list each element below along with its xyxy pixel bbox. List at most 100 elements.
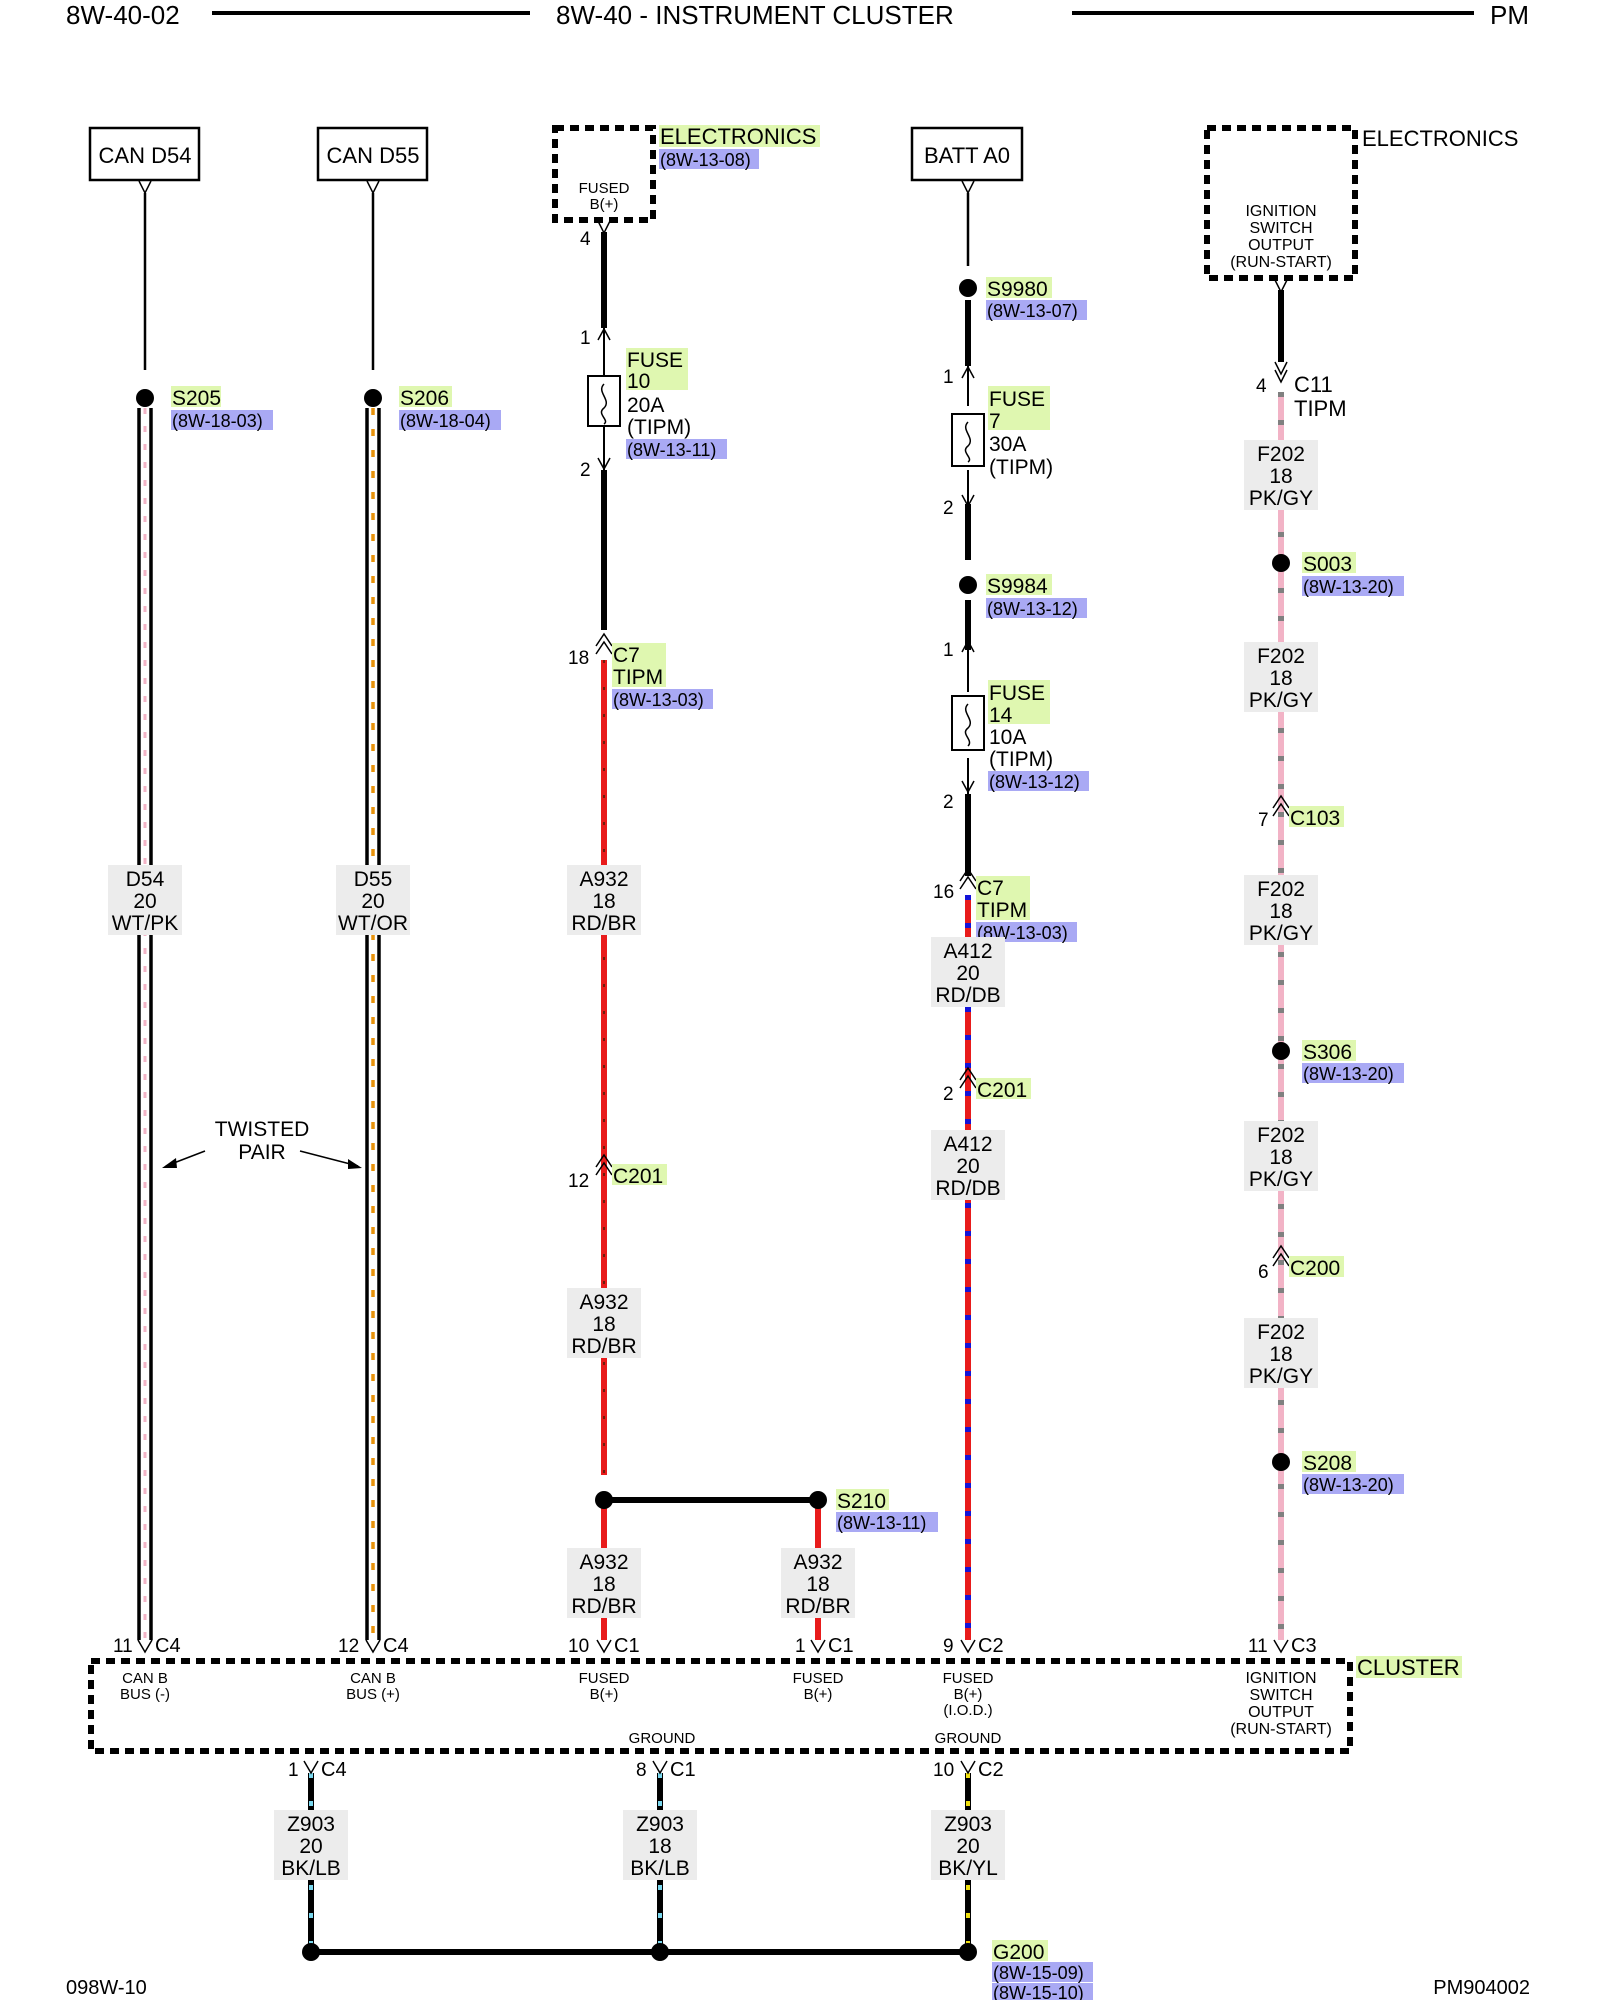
- svg-text:4: 4: [1256, 376, 1267, 397]
- footer-right-code: PM904002: [1433, 1977, 1530, 1999]
- svg-text:F202: F202: [1257, 645, 1305, 668]
- svg-text:18: 18: [648, 1835, 671, 1858]
- svg-text:B(+): B(+): [804, 1686, 833, 1703]
- wire-label-a932-3: A932 18 RD/BR: [567, 1548, 641, 1618]
- svg-text:A932: A932: [579, 1291, 628, 1314]
- footer-left-code: 098W-10: [66, 1977, 147, 1999]
- svg-text:(8W-13-07): (8W-13-07): [987, 301, 1078, 321]
- svg-text:18: 18: [1269, 465, 1292, 488]
- svg-text:S208: S208: [1303, 1452, 1352, 1475]
- wire-label-z903-1: Z903 20 BK/LB: [274, 1810, 348, 1880]
- wire-d54: [137, 193, 153, 1640]
- wire-label-f202-1: F202 18 PK/GY: [1244, 440, 1318, 510]
- svg-text:20: 20: [956, 962, 979, 985]
- svg-text:RD/BR: RD/BR: [571, 1595, 636, 1618]
- svg-text:(8W-13-20): (8W-13-20): [1303, 577, 1394, 597]
- svg-text:RD/DB: RD/DB: [935, 984, 1000, 1007]
- svg-text:(8W-13-12): (8W-13-12): [987, 599, 1078, 619]
- twisted-pair-note: TWISTED PAIR: [162, 1118, 362, 1169]
- svg-text:10: 10: [568, 1636, 589, 1657]
- splice-s003: S003 (8W-13-20): [1272, 552, 1404, 597]
- svg-text:S206: S206: [400, 387, 449, 410]
- svg-text:(RUN-START): (RUN-START): [1230, 1721, 1332, 1738]
- connector-c7-16: 16 C7 TIPM (8W-13-03): [933, 867, 1077, 943]
- wire-d55: [365, 193, 381, 1640]
- svg-text:(TIPM): (TIPM): [989, 748, 1053, 771]
- svg-text:C200: C200: [1290, 1257, 1340, 1280]
- svg-text:C11: C11: [1294, 372, 1333, 397]
- svg-text:D54: D54: [126, 868, 165, 891]
- svg-text:30A: 30A: [989, 433, 1026, 456]
- svg-text:20: 20: [956, 1835, 979, 1858]
- svg-text:ELECTRONICS: ELECTRONICS: [1362, 126, 1518, 151]
- svg-text:7: 7: [1258, 810, 1269, 831]
- svg-text:ELECTRONICS: ELECTRONICS: [660, 124, 816, 149]
- svg-text:(TIPM): (TIPM): [989, 456, 1053, 479]
- svg-text:6: 6: [1258, 1262, 1269, 1283]
- svg-text:IGNITION: IGNITION: [1245, 203, 1316, 220]
- svg-text:A932: A932: [579, 868, 628, 891]
- svg-text:A412: A412: [943, 1133, 992, 1156]
- svg-text:4: 4: [580, 229, 591, 250]
- cluster-ground-c2: GROUND 10 C2: [933, 1730, 1004, 1781]
- splice-s205: S205 (8W-18-03): [136, 386, 273, 431]
- svg-text:C4: C4: [155, 1635, 181, 1657]
- wire-label-z903-3: Z903 20 BK/YL: [931, 1810, 1005, 1880]
- svg-text:(8W-15-10): (8W-15-10): [993, 1983, 1084, 2000]
- svg-text:18: 18: [1269, 1343, 1292, 1366]
- svg-text:C2: C2: [978, 1635, 1004, 1657]
- cluster-ground-c4: 1 C4: [288, 1759, 347, 1781]
- svg-text:12: 12: [338, 1636, 359, 1657]
- svg-text:PK/GY: PK/GY: [1249, 689, 1313, 712]
- svg-text:GROUND: GROUND: [629, 1730, 696, 1747]
- svg-text:1: 1: [795, 1636, 806, 1657]
- wire-label-a412-2: A412 20 RD/DB: [931, 1130, 1005, 1200]
- svg-text:A932: A932: [793, 1551, 842, 1574]
- svg-text:10: 10: [933, 1760, 954, 1781]
- svg-text:S306: S306: [1303, 1041, 1352, 1064]
- splice-s9984: S9984 (8W-13-12): [959, 574, 1087, 619]
- svg-text:GROUND: GROUND: [935, 1730, 1002, 1747]
- wire-label-a932-1: A932 18 RD/BR: [567, 865, 641, 935]
- svg-text:C4: C4: [321, 1759, 347, 1781]
- svg-text:(TIPM): (TIPM): [627, 416, 691, 439]
- svg-text:BK/LB: BK/LB: [630, 1857, 690, 1880]
- svg-text:TIPM: TIPM: [977, 899, 1027, 922]
- electronics-fused-box: ELECTRONICS (8W-13-08) FUSED B(+) 4: [552, 124, 820, 250]
- svg-text:D55: D55: [354, 868, 393, 891]
- svg-text:20: 20: [133, 890, 156, 913]
- svg-text:CAN B: CAN B: [122, 1670, 168, 1687]
- source-can-d54: CAN D54: [88, 126, 201, 195]
- svg-text:14: 14: [989, 704, 1013, 727]
- svg-text:A412: A412: [943, 940, 992, 963]
- svg-text:20: 20: [956, 1155, 979, 1178]
- svg-text:S210: S210: [837, 1490, 886, 1513]
- svg-text:C4: C4: [383, 1635, 409, 1657]
- svg-text:BK/YL: BK/YL: [938, 1857, 998, 1880]
- page-suffix: PM: [1490, 0, 1529, 30]
- svg-text:18: 18: [806, 1573, 829, 1596]
- svg-text:FUSED: FUSED: [793, 1670, 844, 1687]
- svg-text:PK/GY: PK/GY: [1249, 922, 1313, 945]
- svg-text:FUSED: FUSED: [943, 1670, 994, 1687]
- svg-text:FUSE: FUSE: [989, 682, 1045, 705]
- svg-text:C7: C7: [977, 877, 1004, 900]
- svg-text:C201: C201: [613, 1165, 663, 1188]
- cluster-pin-fused-iod: 9 C2 FUSED B(+) (I.O.D.): [943, 1635, 1004, 1719]
- connector-c201-12: 12 C201: [568, 1153, 667, 1192]
- connector-c103: 7 C103: [1258, 794, 1344, 831]
- svg-text:10A: 10A: [989, 726, 1026, 749]
- svg-text:SWITCH: SWITCH: [1249, 1687, 1312, 1704]
- wire-label-d55: D55 20 WT/OR: [336, 865, 410, 935]
- svg-text:TIPM: TIPM: [613, 666, 663, 689]
- wire-label-f202-4: F202 18 PK/GY: [1244, 1121, 1318, 1191]
- connector-c200: 6 C200: [1258, 1244, 1344, 1283]
- wire-label-f202-5: F202 18 PK/GY: [1244, 1318, 1318, 1388]
- splice-s210: S210 (8W-13-11): [595, 1489, 938, 1533]
- svg-text:12: 12: [568, 1171, 589, 1192]
- splice-s306: S306 (8W-13-20): [1272, 1040, 1404, 1084]
- fuse-10: 1 2 FUSE 10 20A (TIPM) (8W-13-11): [580, 327, 727, 481]
- page-title: 8W-40 - INSTRUMENT CLUSTER: [556, 0, 954, 30]
- svg-text:FUSED: FUSED: [579, 1670, 630, 1687]
- cluster-pin-fused-c1-1: 1 C1 FUSED B(+): [793, 1635, 854, 1703]
